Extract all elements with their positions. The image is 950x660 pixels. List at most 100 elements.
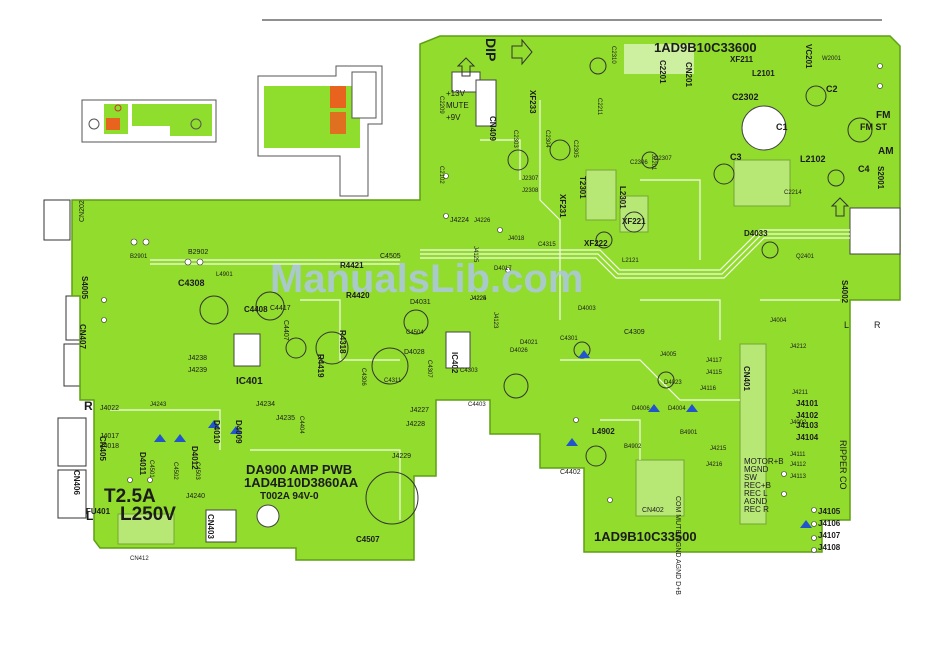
board-title: DA900 AMP PWB <box>246 462 352 477</box>
ref-label-d4021: D4021 <box>520 340 538 346</box>
pads <box>101 63 883 553</box>
ref-label-j4116: J4116 <box>700 386 717 392</box>
ref-label-j4224: J4224 <box>450 217 469 224</box>
ref-label-d4010: D4010 <box>212 420 221 444</box>
ref-label-s4002: S4002 <box>840 280 849 304</box>
ref-label-b2902: B2902 <box>188 249 208 256</box>
ref-label-w2001: W2001 <box>822 56 842 62</box>
ref-label-j4108: J4108 <box>818 543 841 552</box>
ref-label-j4101: J4101 <box>796 399 819 408</box>
watermark: ManualsLib.com <box>270 257 583 301</box>
ref-label-j4002: J4002 <box>790 420 807 426</box>
ref-label-r4421: R4421 <box>340 261 364 270</box>
ref-label-j4234: J4234 <box>256 401 275 408</box>
fuse-rating-volts: L250V <box>120 504 176 525</box>
fuse-rating-amps: T2.5A <box>104 486 156 507</box>
ref-label-d4033: D4033 <box>744 229 768 238</box>
ref-label-ic401: IC401 <box>236 376 263 387</box>
ref-label-j4215: J4215 <box>710 446 727 452</box>
ref-label-j4117: J4117 <box>706 358 723 364</box>
ref-label-c4: C4 <box>858 164 870 174</box>
ref-label-xf221: XF221 <box>622 217 646 226</box>
ref-label-j4115: J4115 <box>706 370 723 376</box>
ref-label-fu401: FU401 <box>86 507 111 516</box>
ref-label-j4212: J4212 <box>790 344 807 350</box>
ref-label-c4402: C4402 <box>560 469 581 476</box>
ripper-label: RIPPER CO <box>838 440 848 490</box>
ref-label-d4012: D4012 <box>190 446 199 470</box>
ref-label-t2301: T2301 <box>578 176 587 199</box>
ref-label-c2102: C2102 <box>438 166 444 184</box>
fm-st-label: FM ST <box>860 122 887 132</box>
fm-label: FM <box>876 110 890 121</box>
main-board-outline <box>71 35 901 561</box>
ref-label-c4504: C4504 <box>406 330 424 336</box>
ref-label-c2307: C2307 <box>654 156 672 162</box>
ref-label-j4226: J4226 <box>474 218 491 224</box>
ref-label-c4502: C4502 <box>172 462 178 480</box>
ref-label-d4003: D4003 <box>578 306 596 312</box>
direction-arrows <box>456 38 850 217</box>
ref-label-l2301: L2301 <box>618 186 627 209</box>
ref-label-r4420: R4420 <box>346 291 370 300</box>
ref-label-d4009: D4009 <box>234 420 243 444</box>
component-rings <box>199 57 873 525</box>
ref-label-j4106: J4106 <box>818 519 841 528</box>
ref-label-j4225: J4225 <box>470 296 487 302</box>
ref-label-cn401: CN401 <box>742 366 751 391</box>
ref-label-j4107: J4107 <box>818 531 841 540</box>
ref-label-l2101: L2101 <box>752 69 775 78</box>
voltage-13v: +13V <box>446 89 466 98</box>
ref-label-j2307: J2307 <box>522 176 539 182</box>
ref-label-d4017: D4017 <box>494 266 512 272</box>
ref-label-j4243: J4243 <box>150 402 167 408</box>
ref-label-j2201: J2201 <box>650 154 656 171</box>
l-mark-2: L <box>844 320 849 330</box>
ref-label-xf233: XF233 <box>528 90 537 114</box>
module-small-right <box>257 65 383 197</box>
ref-label-d4028: D4028 <box>404 349 425 356</box>
ref-label-cn403: CN403 <box>206 514 215 539</box>
ref-label-j4005: J4005 <box>660 352 677 358</box>
ref-label-cn405: CN405 <box>98 436 107 461</box>
ref-label-l2121: L2121 <box>622 258 639 264</box>
ref-label-j4111: J4111 <box>790 452 806 458</box>
board-code-bottom: 1AD9B10C33500 <box>594 529 697 544</box>
ref-label-xf231: XF231 <box>558 194 567 218</box>
ref-label-j4240: J4240 <box>186 493 205 500</box>
ref-label-l4901: L4901 <box>216 272 233 278</box>
ref-label-c4311: C4311 <box>384 378 402 384</box>
ref-label-d4031: D4031 <box>410 299 431 306</box>
ref-label-c4309: C4309 <box>624 329 645 336</box>
ref-label-c4303: C4303 <box>460 368 478 374</box>
module-small-left <box>81 99 217 143</box>
ref-label-j4022: J4022 <box>100 405 119 412</box>
ref-label-d4004: D4004 <box>668 406 686 412</box>
agnd-label: AGND <box>744 497 767 506</box>
ref-label-c2304: C2304 <box>544 130 550 148</box>
ref-label-j4125: J4125 <box>472 246 478 263</box>
ref-label-c4408: C4408 <box>244 305 268 314</box>
ref-label-j4229: J4229 <box>392 453 411 460</box>
ref-label-l4902: L4902 <box>592 427 615 436</box>
ref-label-c4404: C4404 <box>298 416 304 434</box>
ref-label-j4224: J4224 <box>470 296 487 302</box>
r-mark-2: R <box>874 320 881 330</box>
ref-label-b2901: B2901 <box>130 254 148 260</box>
board-voids <box>117 44 901 545</box>
ref-label-c2201: C2201 <box>658 60 667 84</box>
ref-label-b4901: B4901 <box>680 430 698 436</box>
motor-label: MOTOR+B <box>744 457 784 466</box>
ref-label-c4501: C4501 <box>148 460 154 478</box>
mgnd-label: MGND <box>744 465 769 474</box>
ref-label-c2310: C2310 <box>610 46 616 64</box>
ref-label-j4216: J4216 <box>706 462 723 468</box>
sw-label: SW <box>744 473 757 482</box>
ref-label-c2302: C2302 <box>732 92 759 102</box>
ref-label-j4102: J4102 <box>796 411 819 420</box>
ref-label-c4505: C4505 <box>380 253 401 260</box>
ref-label-j4017: J4017 <box>100 433 119 440</box>
ref-label-j4018: J4018 <box>100 443 119 450</box>
